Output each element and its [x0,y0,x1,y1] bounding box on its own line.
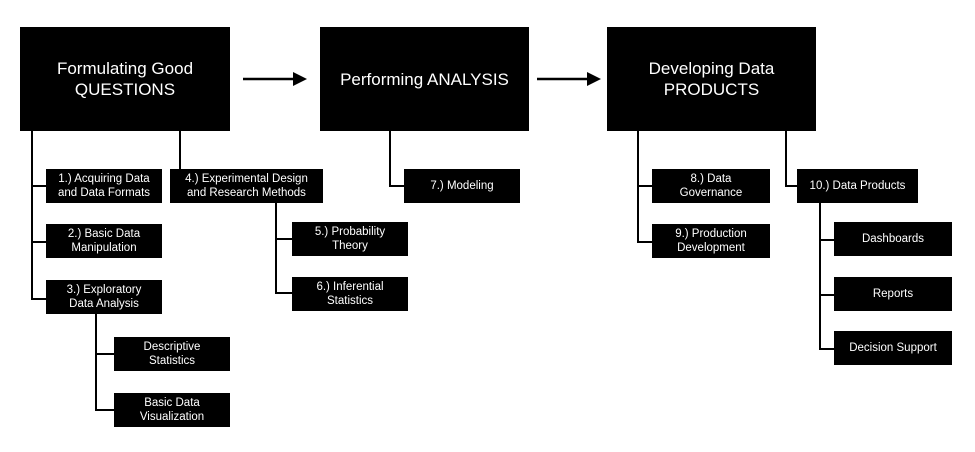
connector-line [31,185,47,187]
topic-data-products: 10.) Data Products [797,169,918,203]
connector-line [275,292,293,294]
right-arrow-icon [537,72,601,86]
right-arrow-icon [243,72,307,86]
connector-line [31,130,33,300]
topic-reports: Reports [834,277,952,311]
connector-line [389,185,405,187]
connector-line [785,130,787,186]
connector-line [785,185,798,187]
connector-line [95,409,115,411]
connector-line [637,241,653,243]
connector-line [637,185,653,187]
connector-line [31,298,47,300]
connector-line [819,294,835,296]
connector-line [389,130,391,186]
connector-line [275,203,277,294]
topic-decision-support: Decision Support [834,331,952,365]
connector-line [819,203,821,350]
connector-line [275,238,293,240]
topic-modeling: 7.) Modeling [404,169,520,203]
connector-line [95,314,97,410]
connector-line [31,241,47,243]
stage-performing-analysis: Performing ANALYSIS [320,27,529,131]
topic-dashboards: Dashboards [834,222,952,256]
connector-line [819,239,835,241]
connector-line [179,130,181,169]
connector-line [819,348,835,350]
connector-line [95,353,115,355]
